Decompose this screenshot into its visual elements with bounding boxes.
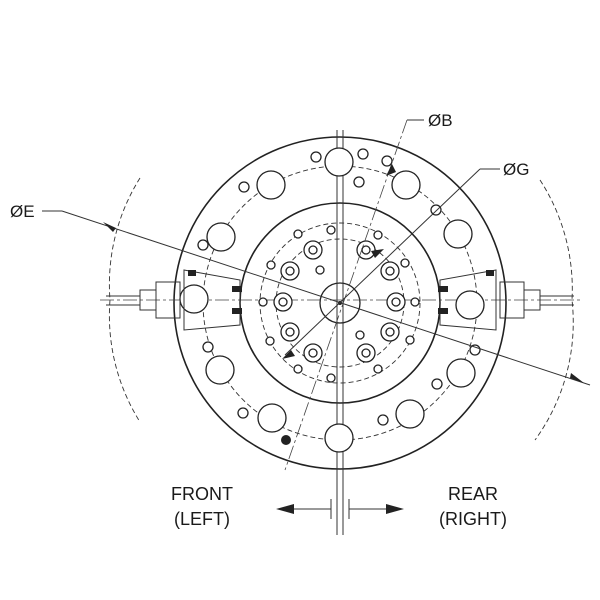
vertical-centerline [336,130,344,535]
dimension-e-label: ØE [10,202,35,221]
rear-direction-label: REAR (RIGHT) [439,484,507,529]
inner-small-holes [258,225,420,383]
svg-text:REAR: REAR [448,484,498,504]
dimension-g-leader [282,168,500,359]
inner-ring-holes [273,240,406,363]
dimension-g-label: ØG [503,160,529,179]
outer-bolt-holes [179,147,485,453]
dimension-b-leader [284,119,424,471]
front-direction-label: FRONT (LEFT) [171,484,233,529]
right-swing-arc [534,179,574,441]
svg-text:(LEFT): (LEFT) [174,509,230,529]
svg-text:FRONT: FRONT [171,484,233,504]
outer-small-holes [197,148,481,445]
dimension-e-leader [42,210,591,386]
left-swing-arc [108,177,141,423]
dimension-b-label: ØB [428,111,453,130]
left-fitting [106,269,242,331]
svg-text:(RIGHT): (RIGHT) [439,509,507,529]
direction-arrows [276,499,404,519]
right-fitting [438,269,574,331]
